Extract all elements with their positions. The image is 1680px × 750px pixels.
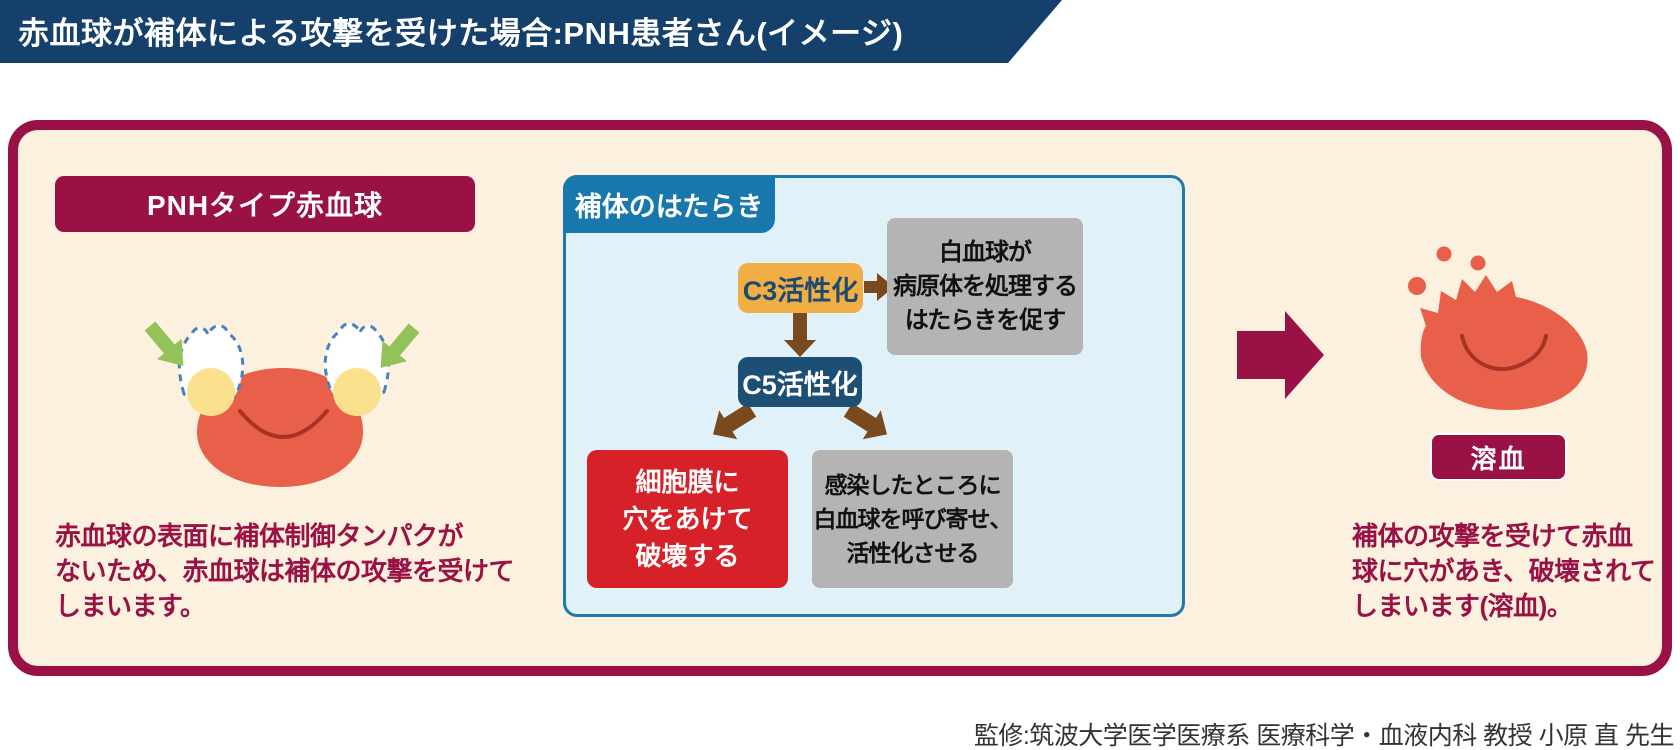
- hemolysis-label-box: 溶血: [1430, 433, 1567, 481]
- blood-droplet: [1470, 255, 1486, 271]
- control-protein-circle-right: [333, 368, 381, 416]
- pnh-cell-title: PNHタイプ赤血球: [146, 190, 384, 221]
- c5-activation-node: C5活性化: [738, 357, 862, 407]
- flow-arrows-layer: [712, 273, 894, 440]
- flow-arrow-downright-icon: [843, 403, 888, 440]
- page-title: 赤血球が補体による攻撃を受けた場合:PNH患者さん(イメージ): [18, 16, 904, 51]
- burst-cell-body: [1420, 275, 1588, 411]
- attack-arrow-left-icon: [144, 321, 184, 366]
- c5-activation-label: C5活性化: [742, 369, 858, 400]
- blood-droplet: [1436, 246, 1452, 262]
- complement-panel: 補体のはたらき C3活性化 白血球が 病原体を処理する はたらきを: [563, 175, 1185, 617]
- pnh-cell-illustration: [144, 321, 420, 487]
- page-title-bar: 赤血球が補体による攻撃を受けた場合:PNH患者さん(イメージ): [0, 0, 1062, 63]
- flow-arrow-right-icon: [864, 273, 894, 301]
- flow-arrow-downleft-icon: [712, 403, 757, 440]
- result-arrow-icon: [1237, 311, 1324, 399]
- membrane-attack-box: 細胞膜に 穴をあけて 破壊する: [587, 450, 788, 588]
- red-blood-cell-body: [197, 368, 363, 487]
- attack-arrow-right-icon: [380, 323, 420, 368]
- complement-panel-tab: 補体のはたらき: [563, 175, 775, 233]
- control-protein-circle-left: [187, 368, 235, 416]
- cell-dimple-line: [1460, 334, 1548, 372]
- hemolysis-label: 溶血: [1470, 443, 1527, 474]
- lysed-cell-illustration: [1408, 246, 1588, 411]
- pnh-cell-description: 赤血球の表面に補体制御タンパクが ないため、赤血球は補体の攻撃を受けて しまいま…: [55, 521, 515, 621]
- complement-panel-title: 補体のはたらき: [574, 191, 764, 222]
- leukocyte-recruit-box: 感染したところに 白血球を呼び寄せ、 活性化させる: [812, 450, 1013, 588]
- c3-activation-node: C3活性化: [738, 263, 863, 313]
- supervisor-credit: 監修:筑波大学医学医療系 医療科学・血液内科 教授 小原 直 先生: [973, 722, 1675, 750]
- diagram-panel: PNHタイプ赤血球 赤血球の表面に補体制: [8, 120, 1672, 676]
- hemolysis-description: 補体の攻撃を受けて赤血 球に穴があき、破壊されて しまいます(溶血)。: [1352, 521, 1656, 621]
- c3-effect-box: 白血球が 病原体を処理する はたらきを促す: [887, 218, 1083, 355]
- pnh-cell-title-box: PNHタイプ赤血球: [55, 176, 475, 232]
- blood-droplet: [1408, 277, 1426, 295]
- flow-arrow-down-icon: [784, 313, 816, 357]
- c3-activation-label: C3活性化: [742, 275, 859, 306]
